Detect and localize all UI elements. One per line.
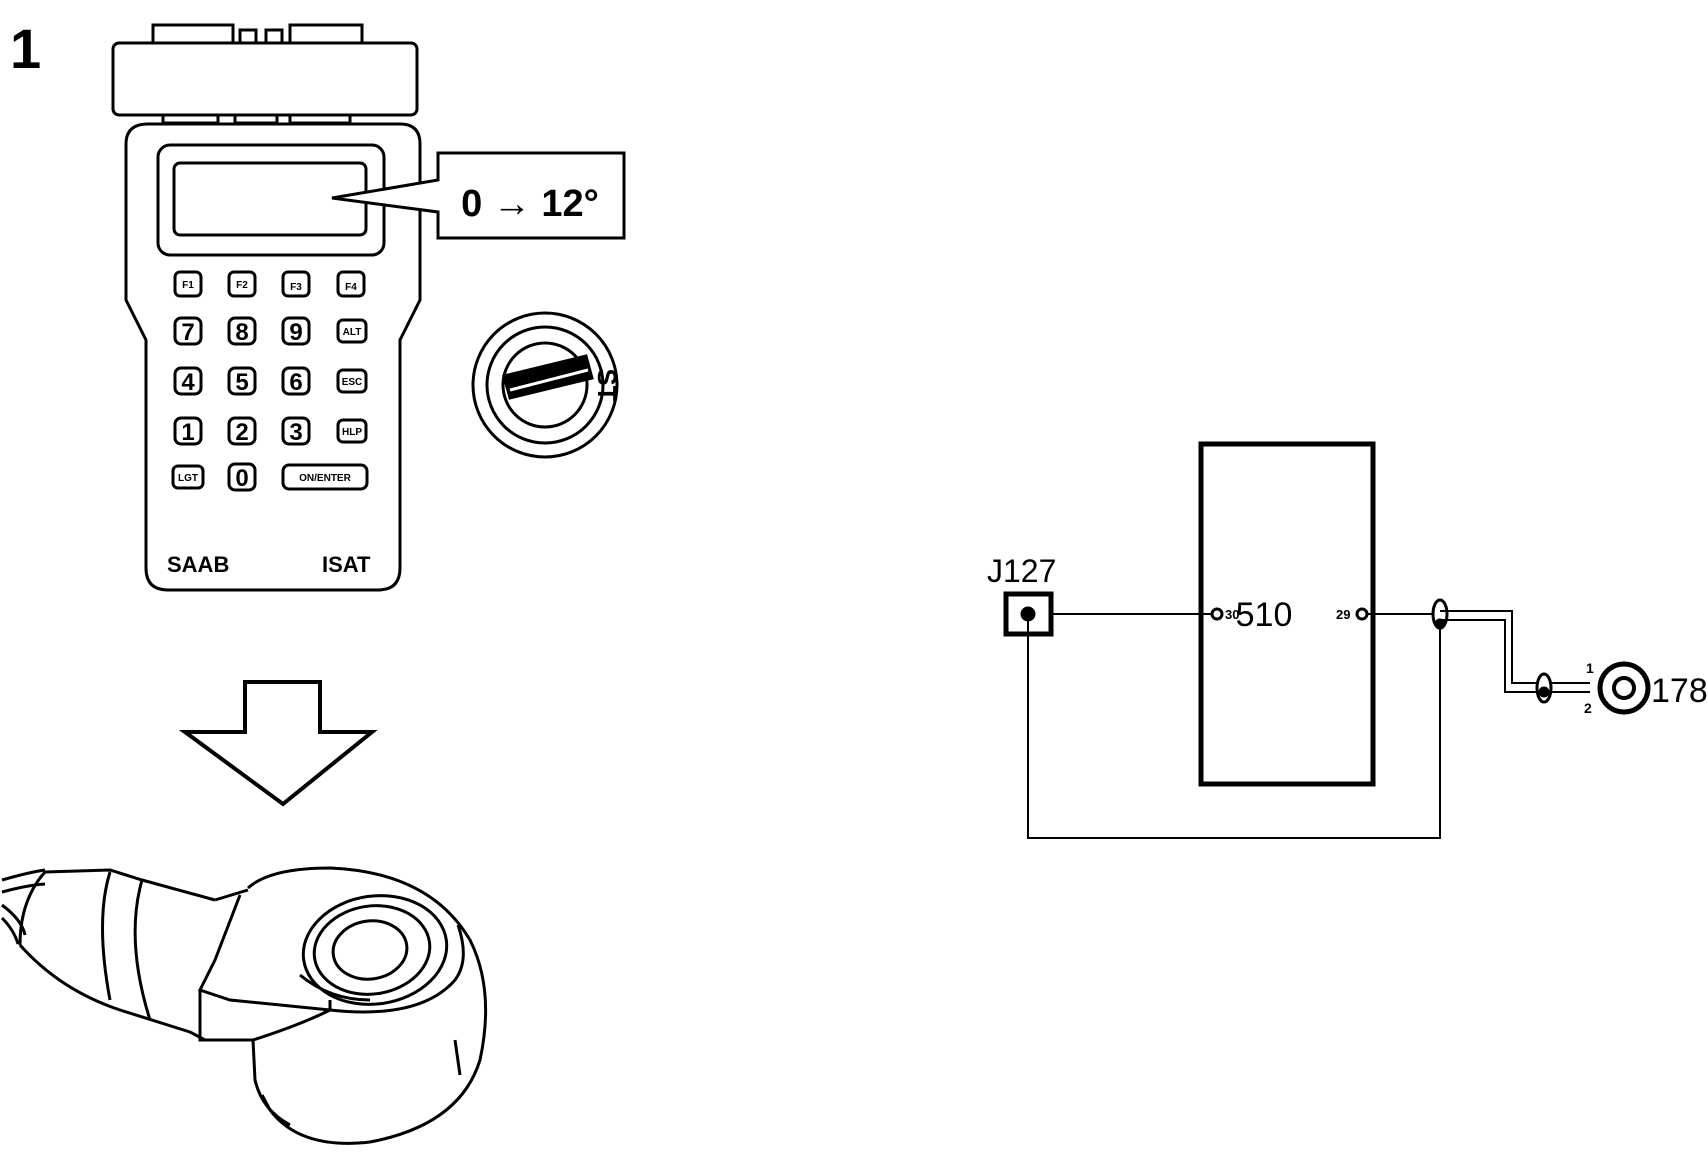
key-4: 4 bbox=[181, 369, 195, 396]
pin-30-label: 30 bbox=[1225, 607, 1239, 622]
tester-brand-label: SAAB bbox=[167, 552, 229, 577]
step-number: 1 bbox=[10, 17, 41, 80]
key-alt: ALT bbox=[343, 327, 362, 338]
connector-label: J127 bbox=[987, 553, 1056, 589]
sensor-178-symbol bbox=[1597, 661, 1651, 715]
key-2: 2 bbox=[235, 419, 248, 446]
key-1: 1 bbox=[181, 419, 194, 446]
ignition-position-label: ST bbox=[592, 368, 622, 401]
control-unit-label: 510 bbox=[1236, 596, 1293, 634]
key-f2: F2 bbox=[236, 280, 248, 291]
key-esc: ESC bbox=[342, 377, 363, 388]
diagnostic-tester-icon bbox=[111, 23, 626, 592]
key-5: 5 bbox=[235, 369, 248, 396]
key-3: 3 bbox=[289, 419, 302, 446]
key-hlp: HLP bbox=[342, 427, 362, 438]
pin-29-label: 29 bbox=[1336, 607, 1350, 622]
sensor-pin-1-label: 1 bbox=[1586, 660, 1594, 676]
key-f1: F1 bbox=[182, 280, 194, 291]
sensor-label: 178 bbox=[1651, 672, 1708, 710]
key-7: 7 bbox=[181, 319, 194, 346]
key-9: 9 bbox=[289, 319, 302, 346]
tester-model-label: ISAT bbox=[322, 552, 371, 577]
display-reading: 0 → 12° bbox=[461, 183, 599, 225]
down-arrow-icon bbox=[178, 680, 378, 807]
keypad bbox=[171, 270, 369, 492]
key-on-enter: ON/ENTER bbox=[299, 473, 351, 484]
sensor-pin-2-label: 2 bbox=[1584, 700, 1592, 716]
key-6: 6 bbox=[289, 369, 302, 396]
key-lgt: LGT bbox=[178, 473, 198, 484]
wiring-diagram bbox=[1003, 441, 1651, 839]
key-f3: F3 bbox=[290, 282, 302, 293]
knock-sensor-icon bbox=[0, 866, 488, 1145]
key-0: 0 bbox=[235, 465, 248, 492]
key-f4: F4 bbox=[345, 282, 357, 293]
ignition-lock-icon bbox=[471, 311, 619, 459]
key-8: 8 bbox=[235, 319, 248, 346]
